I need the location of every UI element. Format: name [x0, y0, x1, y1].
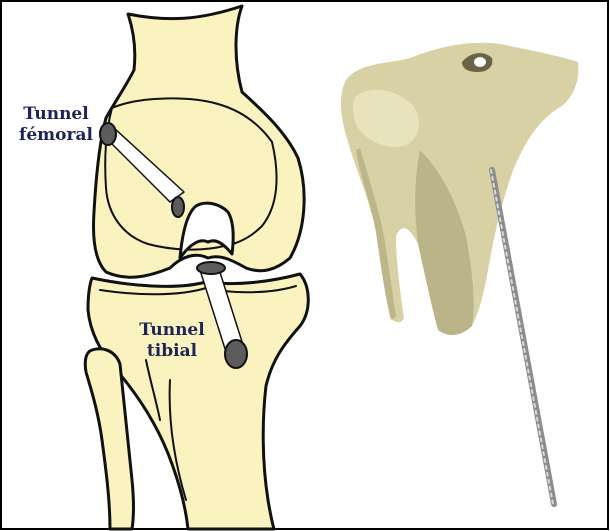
tibial-tunnel-label: Tunnel tibial [132, 320, 212, 362]
tibial-tunnel-exit [225, 340, 247, 368]
femoral-tunnel-entry [100, 123, 116, 145]
femoral-tunnel-exit [172, 197, 184, 217]
photo-tunnel-hole [474, 57, 486, 67]
femoral-label-line2: fémoral [10, 125, 102, 146]
tibial-tunnel-top [197, 262, 225, 274]
femoral-label-line1: Tunnel [10, 104, 102, 125]
tibial-label-line1: Tunnel [132, 320, 212, 341]
femoral-tunnel-label: Tunnel fémoral [10, 104, 102, 146]
tibial-label-line2: tibial [132, 341, 212, 362]
